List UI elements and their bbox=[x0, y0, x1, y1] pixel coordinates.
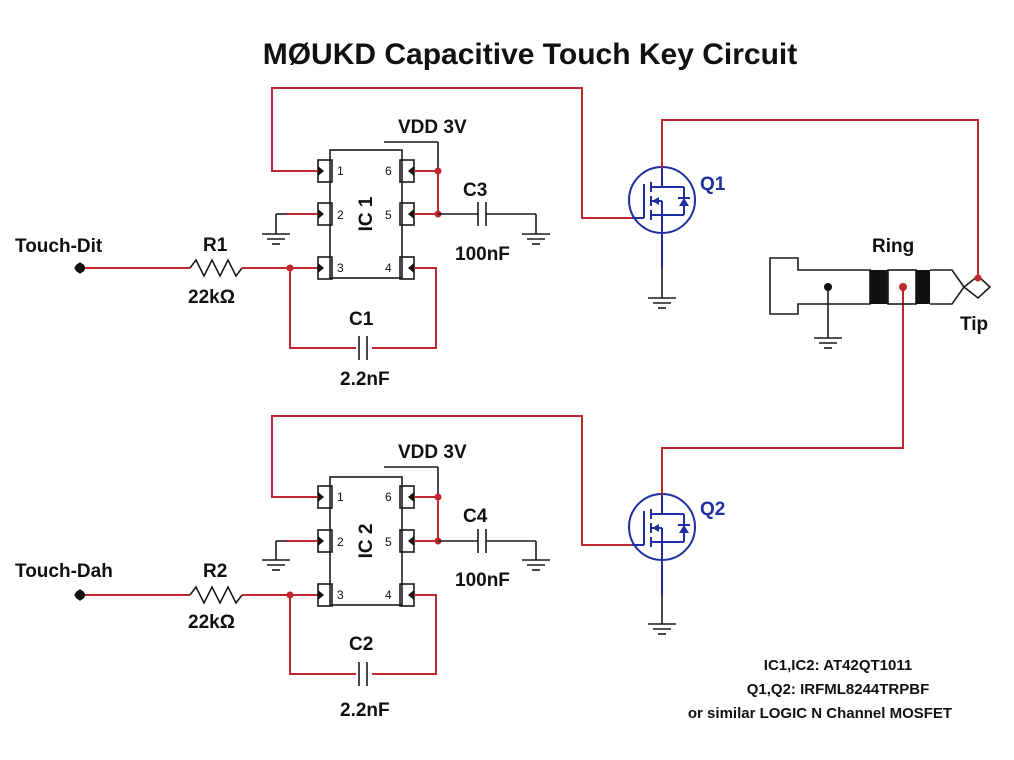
ic2-chip: 1 2 3 6 5 4 IC 2 bbox=[317, 476, 415, 607]
ic2-pin-5: 5 bbox=[385, 535, 392, 549]
c1-ref: C1 bbox=[349, 309, 374, 330]
ic1-vdd-label: VDD 3V bbox=[398, 117, 467, 138]
c4-value: 100nF bbox=[455, 570, 510, 591]
touch-dit-label: Touch-Dit bbox=[15, 236, 103, 257]
r2-resistor bbox=[189, 585, 243, 605]
r1-resistor bbox=[189, 258, 243, 278]
c4-ref: C4 bbox=[463, 506, 488, 527]
note-mosfet: Q1,Q2: IRFML8244TRPBF bbox=[747, 681, 930, 698]
note-ic: IC1,IC2: AT42QT1011 bbox=[764, 657, 912, 674]
q1-ref: Q1 bbox=[700, 174, 726, 195]
ic2-ref: IC 2 bbox=[356, 524, 377, 559]
r2-value: 22kΩ bbox=[188, 612, 235, 633]
channel-1: Touch-Dit R1 22kΩ 1 2 3 bbox=[15, 87, 979, 390]
c2-ref: C2 bbox=[349, 634, 373, 655]
ic2-pin-3: 3 bbox=[337, 588, 344, 602]
ic1-pin-6: 6 bbox=[385, 164, 392, 178]
ic2-pin-6: 6 bbox=[385, 490, 392, 504]
ic1-pin-1: 1 bbox=[337, 164, 344, 178]
channel-2: Touch-Dah R2 22kΩ 1 2 3 6 5 4 IC bbox=[15, 288, 904, 721]
diagram-title: MØUKD Capacitive Touch Key Circuit bbox=[263, 38, 798, 71]
ic1-ref: IC 1 bbox=[356, 196, 377, 231]
ic2-pin-4: 4 bbox=[385, 588, 392, 602]
r1-value: 22kΩ bbox=[188, 287, 235, 308]
stereo-jack bbox=[769, 257, 992, 349]
c3-ref: C3 bbox=[463, 180, 487, 201]
r1-ref: R1 bbox=[203, 235, 228, 256]
ic2-pin-2: 2 bbox=[337, 535, 344, 549]
note-alternative: or similar LOGIC N Channel MOSFET bbox=[688, 705, 952, 722]
ic1-pin-2: 2 bbox=[337, 208, 344, 222]
r2-ref: R2 bbox=[203, 561, 227, 582]
ic2-vdd-label: VDD 3V bbox=[398, 442, 467, 463]
touch-dah-label: Touch-Dah bbox=[15, 561, 113, 582]
ic2-pin-1: 1 bbox=[337, 490, 344, 504]
c2-value: 2.2nF bbox=[340, 700, 390, 721]
ic1-chip: 1 2 3 6 5 4 IC 1 bbox=[317, 149, 415, 280]
parts-notes: IC1,IC2: AT42QT1011 Q1,Q2: IRFML8244TRPB… bbox=[688, 657, 952, 722]
ic1-pin-5: 5 bbox=[385, 208, 392, 222]
c1-value: 2.2nF bbox=[340, 369, 390, 390]
q1-mosfet bbox=[628, 166, 696, 234]
tip-label: Tip bbox=[960, 314, 988, 335]
q2-ref: Q2 bbox=[700, 499, 725, 520]
ic1-pin-3: 3 bbox=[337, 261, 344, 275]
c3-value: 100nF bbox=[455, 244, 510, 265]
ring-label: Ring bbox=[872, 236, 914, 257]
ic1-pin-4: 4 bbox=[385, 261, 392, 275]
q2-mosfet bbox=[628, 493, 696, 561]
